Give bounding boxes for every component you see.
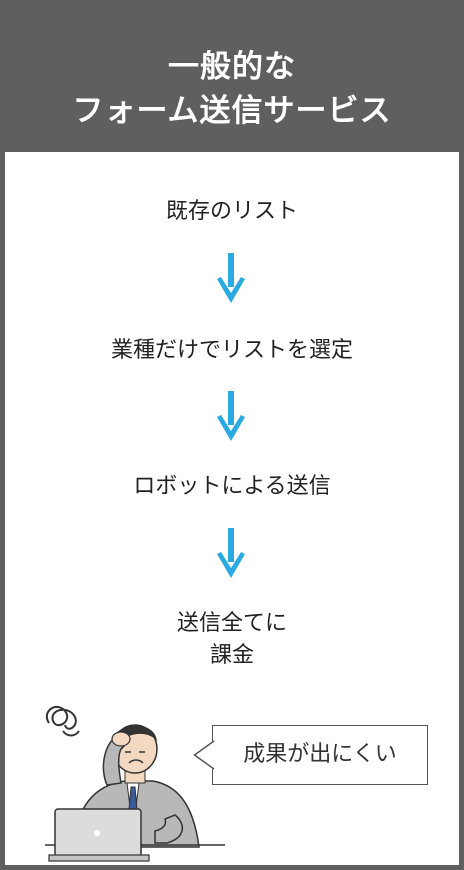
speech-bubble: 成果が出にくい	[193, 725, 428, 785]
speech-bubble-tail	[193, 740, 215, 770]
header-title-line2: フォーム送信サービス	[72, 93, 392, 129]
arrow-down-icon	[217, 528, 245, 578]
step-industry-select: 業種だけでリストを選定	[110, 338, 353, 363]
step-existing-list: 既存のリスト	[165, 199, 298, 224]
troubled-businessman-illustration	[45, 705, 225, 862]
step-billing-line2: 課金	[209, 643, 254, 668]
header-title-line1: 一般的な	[168, 49, 296, 85]
arrow-down-icon	[217, 253, 245, 303]
arrow-down-icon	[217, 391, 245, 441]
step-robot-send: ロボットによる送信	[133, 474, 331, 499]
speech-bubble-text: 成果が出にくい	[243, 742, 397, 767]
header-banner: 一般的な フォーム送信サービス	[5, 5, 459, 152]
laptop-icon	[48, 808, 150, 862]
step-billing-line1: 送信全てに	[176, 611, 287, 636]
